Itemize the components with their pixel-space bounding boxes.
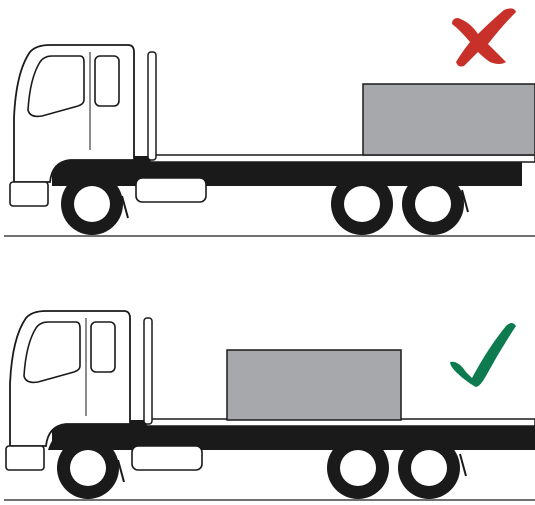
- rear-mudflap: [460, 454, 466, 476]
- cargo-load: [363, 84, 535, 155]
- front-wheel: [61, 173, 123, 235]
- rear-wheel-1: [327, 437, 389, 499]
- rear-wheel-2: [398, 437, 460, 499]
- headboard-post: [148, 52, 156, 160]
- check-icon: [450, 323, 516, 387]
- headboard-post: [144, 318, 152, 424]
- front-bumper: [10, 182, 48, 206]
- cargo-load: [227, 350, 401, 420]
- panel-correct: [4, 311, 535, 500]
- rear-wheel-1: [331, 173, 393, 235]
- rear-wheel-2: [402, 173, 464, 235]
- fuel-tank: [136, 178, 206, 202]
- front-wheel: [57, 437, 119, 499]
- flatbed-deck: [150, 155, 535, 162]
- fuel-tank: [132, 446, 202, 470]
- panel-incorrect: [4, 8, 535, 236]
- cab-side-window: [91, 322, 115, 372]
- front-bumper: [6, 446, 44, 470]
- cab-side-window: [95, 56, 119, 106]
- cross-icon: [452, 8, 516, 66]
- front-mudflap: [118, 460, 124, 482]
- front-mudflap: [122, 196, 128, 218]
